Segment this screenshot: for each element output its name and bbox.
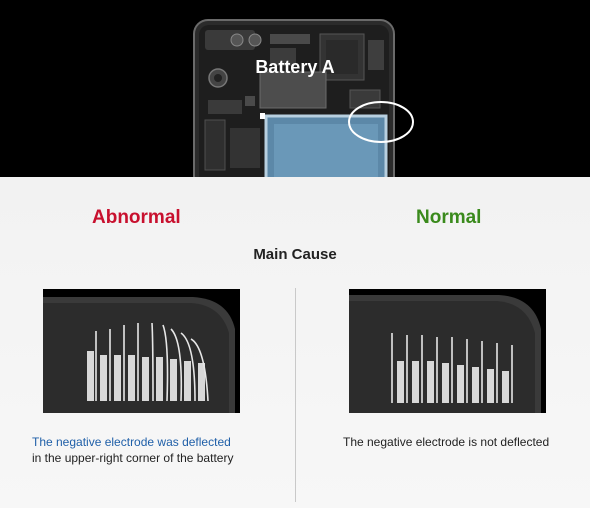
normal-heading: Normal xyxy=(416,207,482,228)
phone-internals-panel: Battery A xyxy=(0,0,590,177)
phone-internals-image xyxy=(193,19,414,177)
center-divider xyxy=(295,288,296,502)
abnormal-xray-image xyxy=(43,289,240,413)
abnormal-caption-detail: in the upper-right corner of the battery xyxy=(32,451,234,465)
battery-title: Battery A xyxy=(255,57,335,77)
normal-xray-image xyxy=(349,289,546,413)
abnormal-caption: The negative electrode was deflected in … xyxy=(32,434,233,466)
abnormal-caption-highlight: The negative electrode was deflected xyxy=(32,435,231,449)
abnormal-heading: Abnormal xyxy=(92,207,181,228)
main-cause-label: Main Cause xyxy=(253,246,337,263)
normal-caption: The negative electrode is not deflected xyxy=(343,435,550,449)
